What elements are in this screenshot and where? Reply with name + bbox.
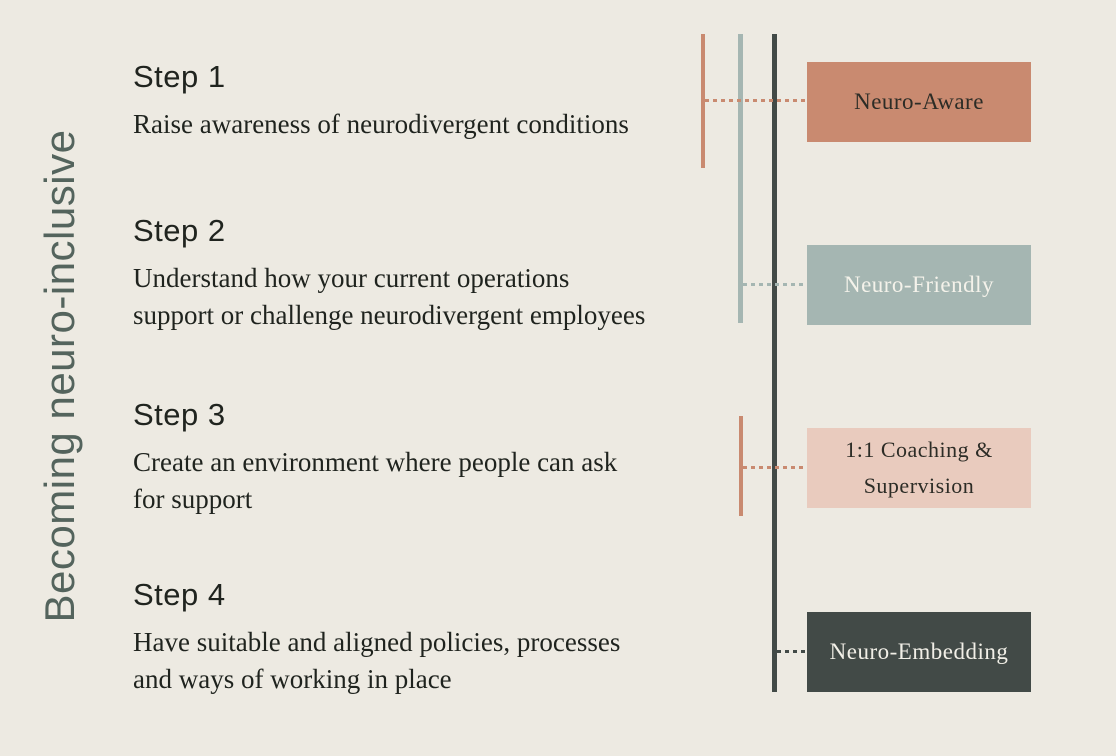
stage-box-neuro-aware: Neuro-Aware: [807, 62, 1031, 142]
step-description-line: for support: [133, 484, 253, 514]
step-description-line: Create an environment where people can a…: [133, 447, 618, 477]
step-description-line: Have suitable and aligned policies, proc…: [133, 627, 621, 657]
stage-box-neuro-embedding: Neuro-Embedding: [807, 612, 1031, 692]
connector-dotted-neuro-embedding: [777, 650, 807, 653]
step-heading: Step 3: [133, 397, 226, 432]
step-block-1: Step 1 Raise awareness of neurodivergent…: [133, 58, 713, 143]
step-description: Understand how your current operations s…: [133, 260, 713, 334]
connector-dotted-coaching: [743, 466, 807, 469]
timeline-line-salmon-step3: [739, 416, 743, 516]
step-block-4: Step 4 Have suitable and aligned policie…: [133, 576, 713, 698]
step-heading: Step 1: [133, 59, 226, 94]
timeline-line-salmon-step1: [701, 34, 705, 168]
stage-box-coaching: 1:1 Coaching & Supervision: [807, 428, 1031, 508]
step-description-line: support or challenge neurodivergent empl…: [133, 300, 646, 330]
connector-dotted-neuro-friendly: [743, 283, 807, 286]
timeline-line-sage: [738, 34, 743, 323]
step-description: Have suitable and aligned policies, proc…: [133, 624, 713, 698]
step-description: Raise awareness of neurodivergent condit…: [133, 106, 713, 143]
step-description: Create an environment where people can a…: [133, 444, 713, 518]
stage-box-neuro-friendly: Neuro-Friendly: [807, 245, 1031, 325]
step-description-line: and ways of working in place: [133, 664, 452, 694]
timeline-line-dark: [772, 34, 777, 692]
connector-dotted-neuro-aware: [705, 99, 807, 102]
step-description-line: Raise awareness of neurodivergent condit…: [133, 109, 629, 139]
step-block-3: Step 3 Create an environment where peopl…: [133, 396, 713, 518]
step-heading: Step 4: [133, 577, 226, 612]
step-description-line: Understand how your current operations: [133, 263, 570, 293]
step-block-2: Step 2 Understand how your current opera…: [133, 212, 713, 334]
step-heading: Step 2: [133, 213, 226, 248]
page-title: Becoming neuro-inclusive: [36, 129, 83, 623]
